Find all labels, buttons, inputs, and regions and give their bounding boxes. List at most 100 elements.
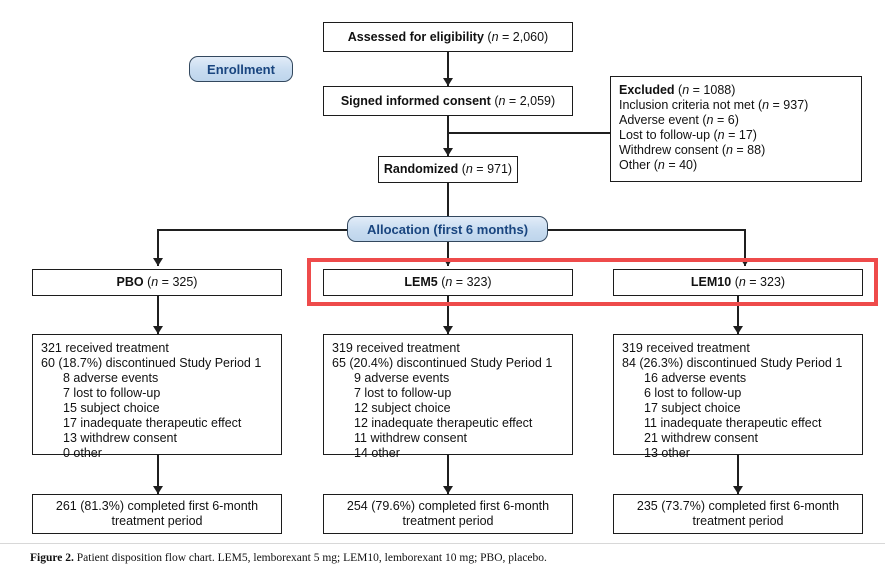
arm-header-lem10: LEM10 (n = 323)	[613, 269, 863, 296]
stage-badge-allocation-label: Allocation (first 6 months)	[366, 221, 529, 237]
arm-completed-lem10: 235 (73.7%) completed first 6-month trea…	[613, 494, 863, 534]
detail-received: 319 received treatment	[622, 341, 750, 355]
detail-discontinued: 60 (18.7%) discontinued Study Period 1	[41, 356, 262, 370]
node-assessed-n-value: = 2,060)	[498, 29, 549, 44]
completed-text: 235 (73.7%) completed first 6-month trea…	[637, 499, 839, 529]
detail-reason: 13 withdrew consent	[63, 431, 177, 445]
excluded-title-n-symbol: n	[682, 83, 690, 97]
excluded-reason: Lost to follow-up (n = 17)	[619, 128, 861, 143]
node-consent-n-value: = 2,059)	[505, 93, 556, 108]
excluded-reason-n-symbol: n	[706, 113, 714, 127]
detail-reason: 13 other	[644, 446, 690, 460]
connector-allocation-left-spine	[157, 229, 349, 231]
detail-discontinued: 65 (20.4%) discontinued Study Period 1	[332, 356, 553, 370]
caption-divider	[0, 543, 885, 544]
completed-text: 254 (79.6%) completed first 6-month trea…	[347, 499, 549, 529]
excluded-reason-n-value: = 88)	[732, 143, 766, 157]
connector-pbo-header-to-detail	[157, 296, 159, 334]
excluded-reason: Inclusion criteria not met (n = 937)	[619, 98, 861, 113]
excluded-reason: Adverse event (n = 6)	[619, 113, 861, 128]
excluded-reason-n-symbol: n	[657, 158, 665, 172]
node-signed-informed-consent: Signed informed consent (n = 2,059)	[323, 86, 573, 116]
arm-header-lem5: LEM5 (n = 323)	[323, 269, 573, 296]
node-consent-label: Signed informed consent	[340, 93, 491, 108]
arrowhead-allocation-to-lem10	[740, 258, 750, 266]
excluded-title-label: Excluded	[619, 83, 675, 97]
excluded-reason-n-value: = 40)	[664, 158, 698, 172]
arm-header-lem10-text: LEM10 (n = 323)	[690, 275, 786, 289]
connector-lem5-header-to-detail	[447, 296, 449, 334]
excluded-reason-n-symbol: n	[762, 98, 770, 112]
connector-lem5-detail-to-completed	[447, 455, 449, 494]
detail-reason: 17 subject choice	[644, 401, 741, 415]
node-consent-text: Signed informed consent (n = 2,059)	[341, 94, 555, 109]
connector-allocation-to-lem5	[447, 242, 449, 266]
arm-header-lem5-text: LEM5 (n = 323)	[404, 275, 492, 289]
arm-detail-lem10: 319 received treatment 84 (26.3%) discon…	[613, 334, 863, 460]
arm-header-lem10-n-symbol: n	[738, 275, 746, 289]
connector-allocation-to-pbo	[157, 229, 159, 266]
stage-badge-enrollment-label: Enrollment	[207, 61, 275, 77]
detail-reason: 6 lost to follow-up	[644, 386, 742, 400]
node-excluded: Excluded (n = 1088) Inclusion criteria n…	[610, 76, 862, 182]
node-assessed-label: Assessed for eligibility	[347, 29, 484, 44]
arm-header-lem5-label: LEM5	[404, 275, 438, 289]
connector-lem10-detail-to-completed	[737, 455, 739, 494]
stage-badge-allocation: Allocation (first 6 months)	[347, 216, 548, 242]
arm-header-pbo-n-value: = 325)	[158, 275, 198, 289]
detail-received: 319 received treatment	[332, 341, 460, 355]
arm-completed-pbo: 261 (81.3%) completed first 6-month trea…	[32, 494, 282, 534]
excluded-reason-n-value: = 937)	[769, 98, 809, 112]
excluded-reason-text: Adverse event (	[619, 113, 707, 127]
completed-line-2: treatment period	[111, 514, 203, 528]
node-randomized-n-value: = 971)	[472, 162, 513, 176]
node-assessed-n-open: (	[487, 29, 492, 44]
completed-line-2: treatment period	[692, 514, 784, 528]
node-randomized-n-symbol: n	[465, 162, 473, 176]
arm-header-pbo-label: PBO	[116, 275, 144, 289]
detail-reason: 8 adverse events	[63, 371, 159, 385]
detail-reason: 12 subject choice	[354, 401, 451, 415]
node-consent-n-symbol: n	[498, 93, 506, 108]
detail-reason: 11 withdrew consent	[354, 431, 468, 445]
arm-header-pbo-n-symbol: n	[151, 275, 159, 289]
node-randomized-n-open: (	[461, 162, 466, 176]
detail-reason: 12 inadequate therapeutic effect	[354, 416, 533, 430]
excluded-reason: Withdrew consent (n = 88)	[619, 143, 861, 158]
node-assessed-text: Assessed for eligibility (n = 2,060)	[348, 30, 548, 45]
detail-reason: 9 adverse events	[354, 371, 450, 385]
node-assessed-n-symbol: n	[491, 29, 499, 44]
excluded-reason-text: Withdrew consent (	[619, 143, 726, 157]
arrowhead-lem10-detail-to-completed	[733, 486, 743, 494]
arrowhead-lem5-header-to-detail	[443, 326, 453, 334]
excluded-reason-text: Other (	[619, 158, 658, 172]
connector-consent-to-excluded	[447, 132, 610, 134]
arrowhead-lem10-header-to-detail	[733, 326, 743, 334]
arrowhead-allocation-to-lem5	[443, 258, 453, 266]
connector-allocation-to-lem10	[744, 229, 746, 266]
detail-reason: 0 other	[63, 446, 102, 460]
connector-assessed-to-consent	[447, 52, 449, 86]
completed-line-1: 254 (79.6%) completed first 6-month	[346, 499, 550, 513]
node-randomized: Randomized (n = 971)	[378, 156, 518, 183]
node-randomized-label: Randomized	[383, 162, 459, 176]
detail-discontinued: 84 (26.3%) discontinued Study Period 1	[622, 356, 843, 370]
excluded-reason: Other (n = 40)	[619, 158, 861, 173]
detail-reason: 21 withdrew consent	[644, 431, 758, 445]
detail-reason: 14 other	[354, 446, 400, 460]
detail-reason: 15 subject choice	[63, 401, 160, 415]
arm-header-lem10-n-value: = 323)	[745, 275, 786, 289]
arrowhead-pbo-detail-to-completed	[153, 486, 163, 494]
excluded-title: Excluded (n = 1088)	[619, 83, 736, 97]
excluded-title-n-value: = 1088)	[689, 83, 736, 97]
node-randomized-text: Randomized (n = 971)	[384, 162, 512, 177]
arrowhead-pbo-header-to-detail	[153, 326, 163, 334]
detail-reason: 7 lost to follow-up	[354, 386, 452, 400]
detail-reason: 11 inadequate therapeutic effect	[644, 416, 822, 430]
excluded-reason-n-symbol: n	[717, 128, 725, 142]
connector-lem10-header-to-detail	[737, 296, 739, 334]
completed-line-1: 235 (73.7%) completed first 6-month	[636, 499, 840, 513]
figure-caption-label: Figure 2.	[30, 552, 74, 564]
arm-detail-lem5: 319 received treatment 65 (20.4%) discon…	[323, 334, 573, 460]
